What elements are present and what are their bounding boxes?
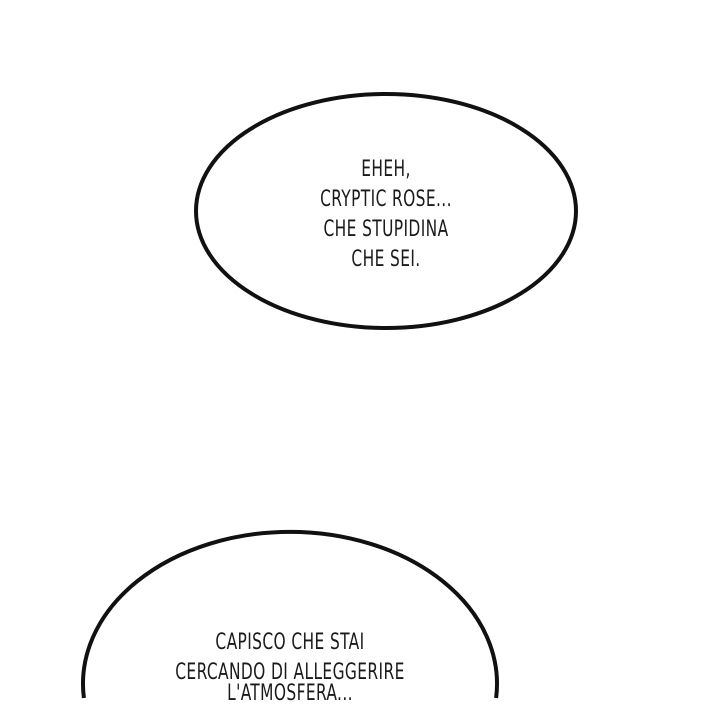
speech-line: CHE SEI. <box>351 247 421 272</box>
speech-bubble-top <box>194 92 578 330</box>
speech-line: CHE STUPIDINA <box>323 217 449 242</box>
speech-line: CRYPTIC ROSE... <box>320 187 452 212</box>
speech-line: CAPISCO CHE STAI <box>215 630 365 655</box>
speech-line: L'ATMOSFERA... <box>227 681 353 706</box>
speech-text-bottom: CAPISCO CHE STAI CERCANDO DI ALLEGGERIRE… <box>173 628 407 706</box>
speech-line: EHEH, <box>361 157 411 182</box>
speech-bubble-bottom <box>81 529 499 699</box>
speech-text-top: EHEH, CRYPTIC ROSE... CHE STUPIDINA CHE … <box>269 155 503 275</box>
speech-line: CERCANDO DI ALLEGGERIRE <box>175 660 405 685</box>
